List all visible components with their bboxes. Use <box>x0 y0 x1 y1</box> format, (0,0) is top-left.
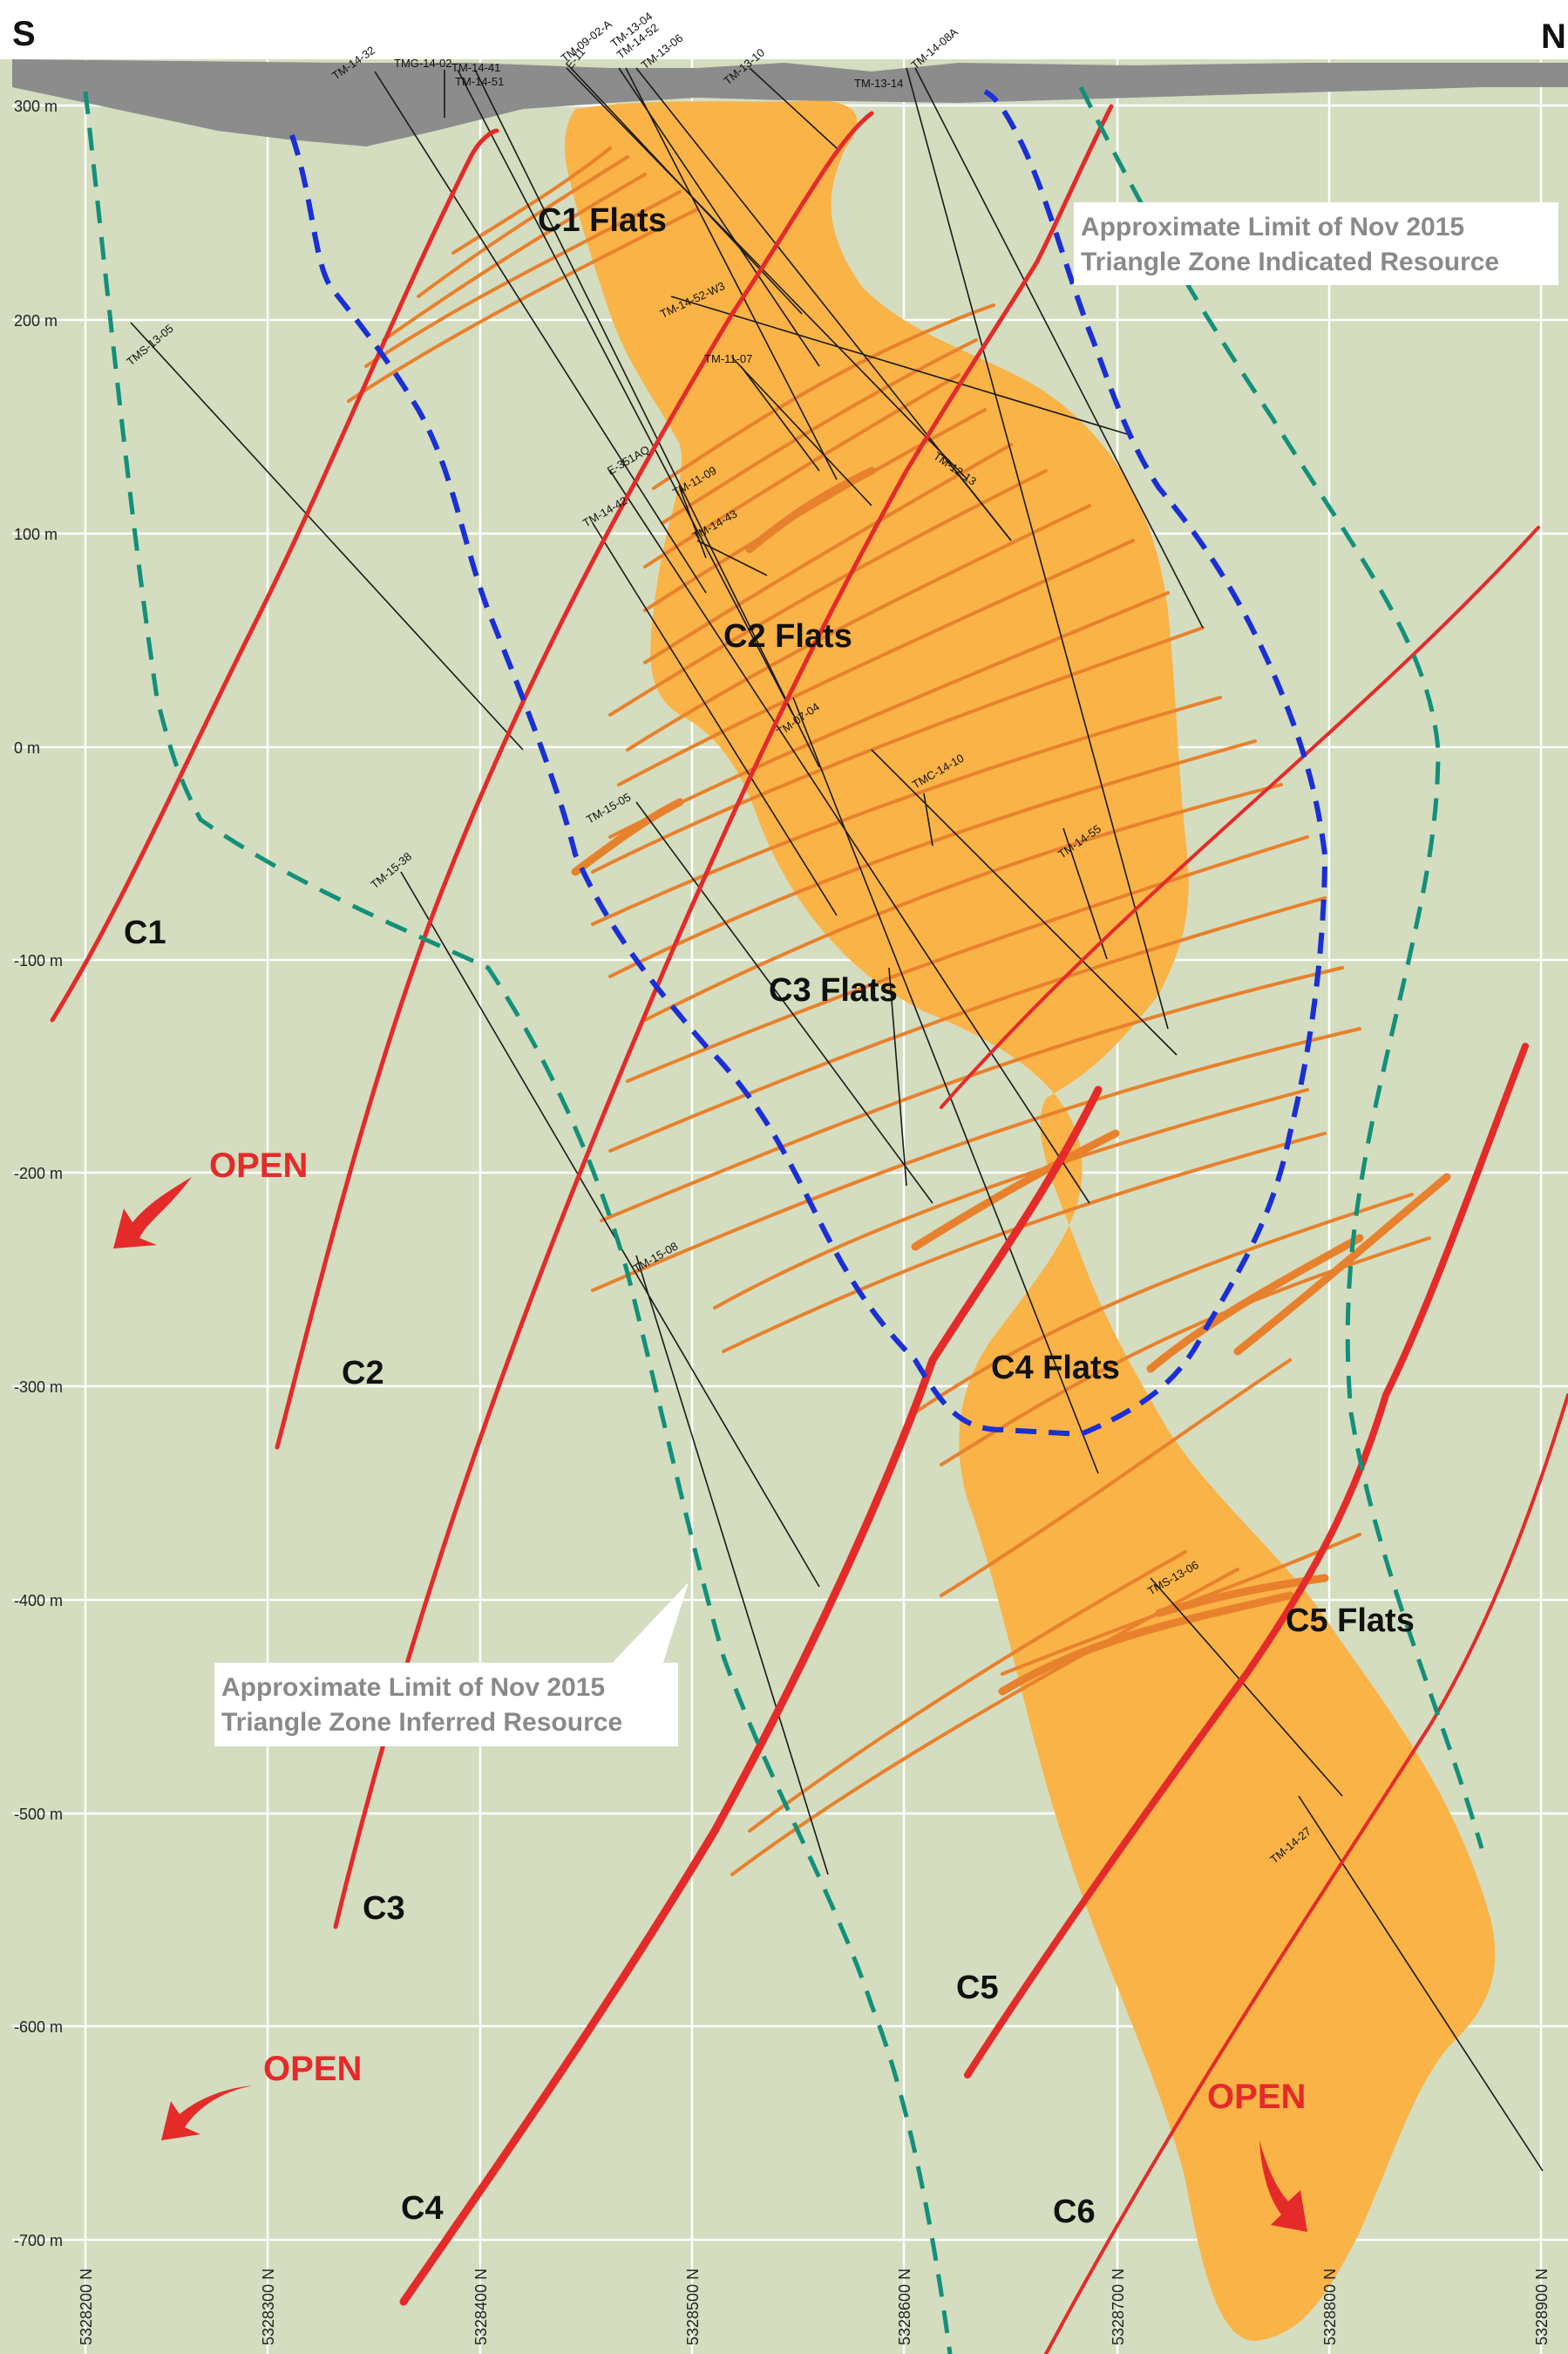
fault-c6 <box>1044 1393 1568 2354</box>
open-label: OPEN <box>1207 2078 1306 2116</box>
northing-label: 5328500 N <box>684 2269 702 2345</box>
northing-labels: 5328200 N 5328300 N 5328400 N 5328500 N … <box>78 2269 1551 2345</box>
elevation-label: -600 m <box>14 2018 63 2036</box>
zone-label: C3 <box>363 1890 405 1927</box>
elevation-label: -400 m <box>14 1592 63 1609</box>
elevation-label: 0 m <box>14 739 40 757</box>
surface-topography <box>12 59 1568 146</box>
elevation-label: 200 m <box>14 312 58 330</box>
top-margin <box>0 0 1568 59</box>
fault-c3 <box>333 104 1114 1929</box>
elevation-label: -200 m <box>14 1165 63 1182</box>
inferred-resource-limit <box>83 91 953 2354</box>
open-label: OPEN <box>263 2050 362 2088</box>
zone-label: C2 <box>342 1355 384 1391</box>
open-arrow-icon <box>113 1177 192 1248</box>
elevation-labels: 300 m 200 m 100 m 0 m -100 m -200 m -300… <box>14 98 63 2249</box>
elevation-label: -500 m <box>14 1806 63 1823</box>
open-labels: OPEN OPEN OPEN <box>209 1146 1306 2116</box>
triangle-zone-ore-body <box>565 100 1496 2341</box>
northing-label: 5328200 N <box>78 2269 95 2345</box>
open-label: OPEN <box>209 1146 308 1185</box>
fault-c4 <box>399 1085 1103 2306</box>
zone-label: C6 <box>1053 2194 1096 2230</box>
flats-veins <box>347 146 1451 1876</box>
elevation-label: -100 m <box>14 952 63 969</box>
drillhole-label: TM-14-41 <box>451 61 500 74</box>
zone-labels: C1 C2 C3 C4 C5 C6 <box>124 915 1096 2230</box>
faults <box>50 104 1568 2354</box>
zone-label: C1 <box>124 915 166 951</box>
inferred-resource-limit-north <box>1078 85 1484 1849</box>
open-arrow-icons <box>113 1177 1307 2232</box>
indicated-callout-line-1: Approximate Limit of Nov 2015 <box>1081 213 1464 242</box>
northing-label: 5328700 N <box>1110 2269 1127 2345</box>
flats-label: C5 Flats <box>1286 1602 1415 1639</box>
flats-labels: C1 Flats C2 Flats C3 Flats C4 Flats C5 F… <box>538 202 1415 1639</box>
south-label: S <box>12 15 36 53</box>
flats-label: C1 Flats <box>538 202 667 239</box>
drillhole-traces <box>130 67 1544 2172</box>
inferred-callout-line-1: Approximate Limit of Nov 2015 <box>221 1673 605 1702</box>
zone-label: C4 <box>401 2190 444 2227</box>
indicated-callout: Approximate Limit of Nov 2015 Triangle Z… <box>1074 202 1558 285</box>
north-label: N <box>1541 17 1566 56</box>
indicated-resource-limit <box>289 89 1328 1438</box>
northing-label: 5328400 N <box>472 2269 490 2345</box>
indicated-callout-line-2: Triangle Zone Indicated Resource <box>1081 248 1499 276</box>
northing-label: 5328900 N <box>1533 2269 1551 2345</box>
drillhole-label: TM-13-14 <box>854 77 903 90</box>
flats-label: C3 Flats <box>769 972 898 1009</box>
northing-label: 5328300 N <box>260 2269 277 2345</box>
flats-label: C2 Flats <box>723 618 852 655</box>
inferred-callout-line-2: Triangle Zone Inferred Resource <box>221 1708 622 1737</box>
inferred-callout: Approximate Limit of Nov 2015 Triangle Z… <box>214 1582 689 1746</box>
elevation-label: -700 m <box>14 2232 63 2249</box>
drillhole-label: TM-14-51 <box>455 75 504 88</box>
elevation-label: 100 m <box>14 526 58 543</box>
northing-label: 5328600 N <box>896 2269 913 2345</box>
zone-label: C5 <box>956 1970 999 2006</box>
fault-c5 <box>964 1043 1529 2078</box>
drillhole-label: TM-11-07 <box>704 352 752 365</box>
fault-c1 <box>50 128 499 1023</box>
drillhole-label: TMG-14-02 <box>394 57 451 70</box>
flats-label: C4 Flats <box>991 1350 1120 1386</box>
open-arrow-icon <box>161 2085 253 2140</box>
elevation-label: -300 m <box>14 1378 63 1396</box>
fault-upper-northeast <box>940 526 1540 1109</box>
fault-c2 <box>275 111 874 1450</box>
open-arrow-icon <box>1259 2140 1307 2232</box>
elevation-label: 300 m <box>14 98 58 115</box>
northing-label: 5328800 N <box>1321 2269 1339 2345</box>
